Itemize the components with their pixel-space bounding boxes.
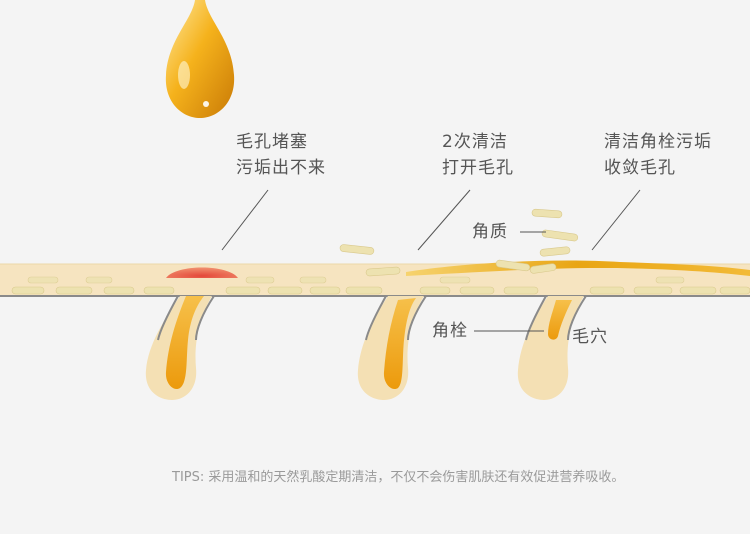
- pore-label: 毛穴: [572, 327, 608, 347]
- tips-text: TIPS: 采用温和的天然乳酸定期清洁，不仅不会伤害肌肤还有效促进营养吸收。: [172, 470, 625, 485]
- lifted-keratin: [339, 208, 579, 277]
- step3-label: 清洁角栓污垢 收敛毛孔: [604, 129, 712, 181]
- follicle-2: [357, 295, 427, 400]
- oil-drop: [165, 0, 235, 118]
- step2-label: 2次清洁 打开毛孔: [442, 129, 514, 181]
- step1-line2: 污垢出不来: [236, 158, 326, 178]
- step2-line2: 打开毛孔: [442, 158, 514, 178]
- keratin-plug-label: 角栓: [432, 321, 468, 341]
- leader-lines: [221, 189, 641, 332]
- follicle-1: [145, 295, 215, 400]
- step2-line1: 2次清洁: [442, 132, 508, 152]
- step1-line1: 毛孔堵塞: [236, 132, 308, 152]
- oil-layer: [406, 260, 750, 276]
- skin-cells: [11, 276, 750, 295]
- step3-line2: 收敛毛孔: [604, 158, 676, 178]
- clog-spot: [166, 267, 238, 278]
- step1-label: 毛孔堵塞 污垢出不来: [236, 129, 326, 181]
- keratin-label: 角质: [472, 222, 508, 242]
- follicle-3: [517, 295, 587, 400]
- step3-line1: 清洁角栓污垢: [604, 132, 712, 152]
